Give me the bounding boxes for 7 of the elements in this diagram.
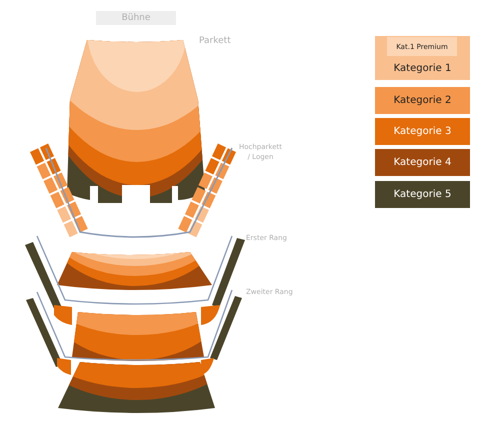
legend-label: Kategorie 3 — [394, 126, 452, 137]
legend-label: Kategorie 2 — [394, 95, 452, 106]
legend-label: Kategorie 1 — [394, 62, 452, 74]
stage-box: Bühne — [96, 11, 176, 25]
legend-label: Kategorie 5 — [394, 189, 452, 200]
legend-label: Kategorie 4 — [394, 157, 452, 168]
section-label: Parkett — [199, 36, 232, 46]
